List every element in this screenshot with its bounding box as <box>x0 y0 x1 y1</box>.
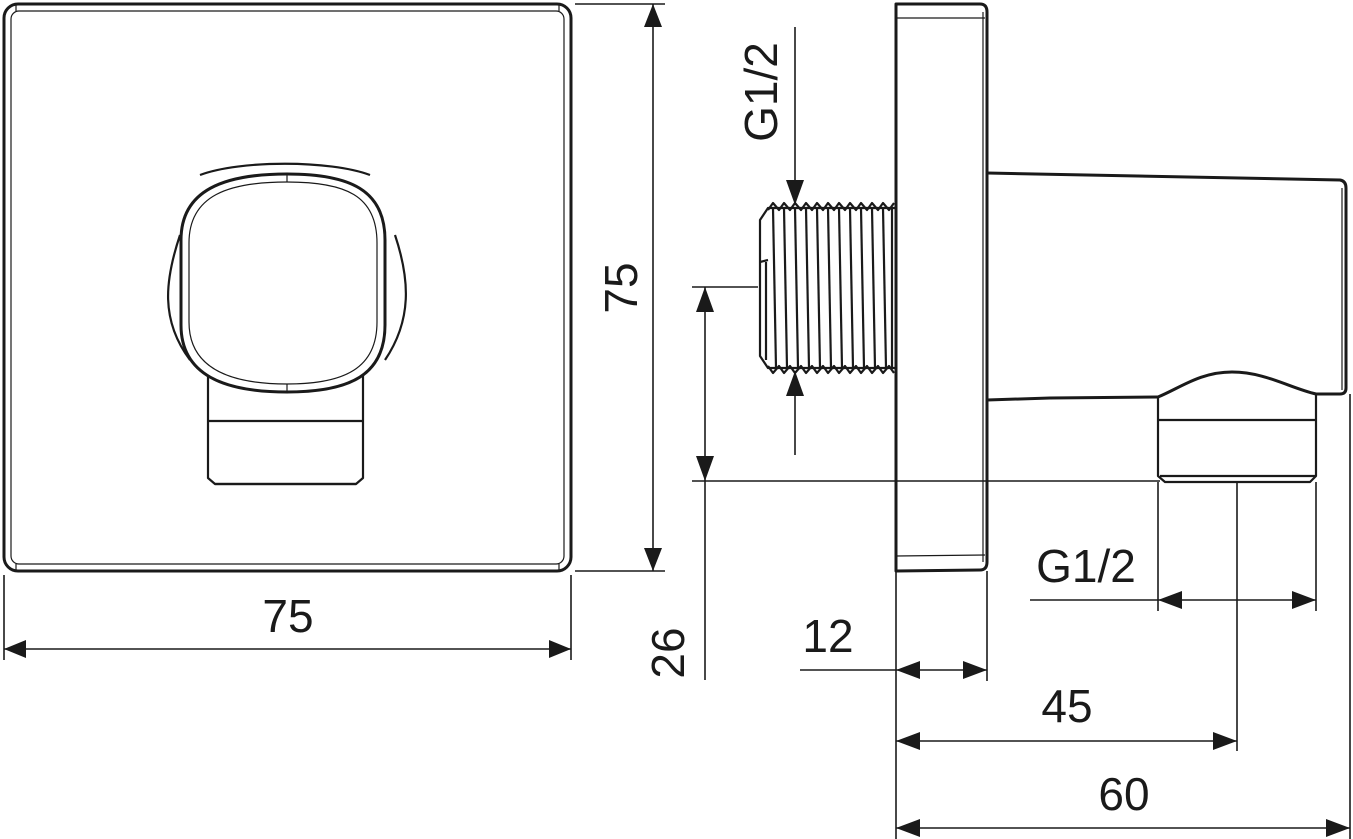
threaded-inlet <box>758 201 898 375</box>
dimension-width: 75 <box>3 575 572 660</box>
wall-plate-bevel <box>10 10 565 565</box>
wall-plate-side <box>894 2 989 573</box>
width-label: 75 <box>262 590 313 642</box>
dimension-outlet-thread: G1/2 <box>1030 540 1316 609</box>
inlet-thread-label: G1/2 <box>735 42 787 142</box>
plate-thickness-label: 12 <box>802 610 853 662</box>
height-label: 75 <box>595 262 647 313</box>
outlet-body-side <box>985 171 1348 484</box>
dimension-total-depth: 60 <box>896 768 1350 837</box>
outlet-thread-label: G1/2 <box>1036 540 1136 592</box>
outlet-elbow-front <box>167 162 407 486</box>
front-view: 75 75 <box>2 2 665 660</box>
dimension-inlet-thread: G1/2 <box>735 27 804 455</box>
side-view: G1/2 26 G1/2 12 <box>642 2 1351 839</box>
outlet-center-label: 45 <box>1041 680 1092 732</box>
total-depth-label: 60 <box>1098 768 1149 820</box>
wall-plate-outline <box>2 2 573 573</box>
dimension-outlet-center: 45 <box>896 680 1237 750</box>
dimension-plate-thickness: 12 <box>800 610 987 679</box>
dimension-height: 75 <box>575 3 665 572</box>
dimension-inlet-height: 26 <box>642 286 1160 680</box>
inlet-height-label: 26 <box>642 627 694 678</box>
